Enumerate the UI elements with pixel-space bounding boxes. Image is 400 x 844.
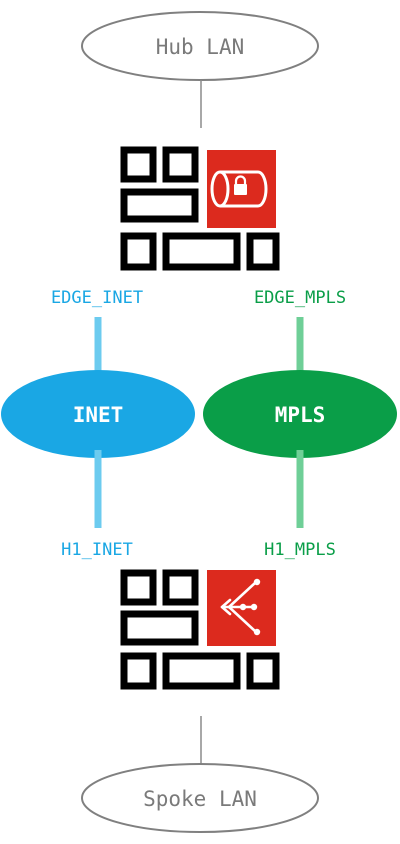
h1-mpls-label: H1_MPLS (264, 540, 336, 560)
mpls-label: MPLS (275, 403, 326, 427)
mpls-network: MPLS (203, 370, 397, 458)
firewall-lock-icon (120, 146, 280, 271)
spoke-lan-label: Spoke LAN (143, 787, 257, 811)
inet-label: INET (73, 403, 124, 427)
edge-inet-label: EDGE_INET (51, 288, 143, 308)
h1-inet-label: H1_INET (61, 540, 133, 560)
hub-lan-node: Hub LAN (81, 11, 319, 81)
inet-network: INET (1, 370, 195, 458)
firewall-sdwan-icon (120, 569, 280, 690)
edge-mpls-label: EDGE_MPLS (254, 288, 346, 308)
spoke-lan-node: Spoke LAN (81, 763, 319, 833)
hub-lan-label: Hub LAN (156, 35, 245, 59)
